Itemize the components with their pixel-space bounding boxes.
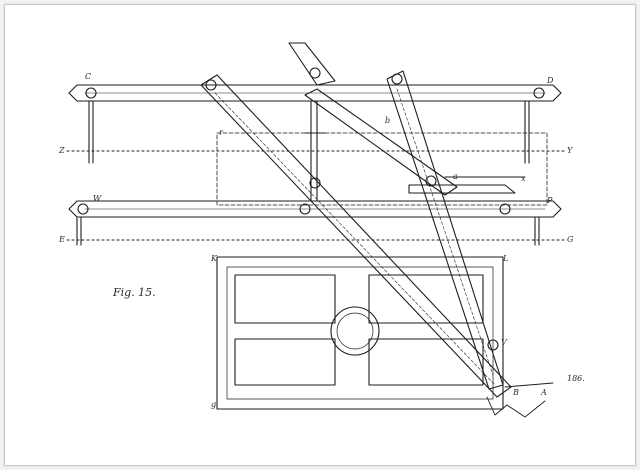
label-x: x bbox=[521, 174, 526, 183]
label-b-big: B bbox=[513, 388, 519, 397]
right-diagonal-arm bbox=[386, 70, 504, 390]
figure-caption: Fig. 15. bbox=[113, 286, 156, 299]
plate-number: 186. bbox=[567, 374, 585, 383]
connecting-link bbox=[304, 88, 458, 196]
lower-rail bbox=[68, 200, 562, 246]
label-p: P bbox=[547, 196, 553, 205]
label-b: b bbox=[385, 116, 391, 125]
label-k: K bbox=[211, 254, 217, 263]
top-guide-plate bbox=[288, 42, 336, 86]
label-d-top: D bbox=[547, 76, 554, 85]
figure-frame: C D Z Y E G W P a b r x K L g A B V Fig.… bbox=[4, 4, 636, 466]
label-a: a bbox=[453, 172, 458, 181]
center-post bbox=[304, 100, 326, 202]
upper-rail bbox=[68, 84, 562, 164]
label-c: C bbox=[85, 72, 92, 81]
label-a-big: A bbox=[541, 388, 547, 397]
label-e: E bbox=[59, 235, 65, 244]
pivot-pins bbox=[77, 67, 545, 351]
tracing-carriage bbox=[408, 176, 526, 194]
label-z: Z bbox=[59, 146, 65, 155]
label-y: Y bbox=[567, 146, 573, 155]
label-v: V bbox=[501, 338, 507, 347]
tracer-tail bbox=[486, 382, 554, 418]
work-area-outline bbox=[216, 132, 548, 206]
label-r: r bbox=[219, 128, 223, 137]
left-diagonal-arm bbox=[200, 74, 512, 398]
label-w: W bbox=[93, 194, 102, 203]
drawing-board bbox=[216, 256, 504, 410]
pantograph-plate bbox=[66, 42, 566, 418]
label-l: L bbox=[503, 254, 509, 263]
label-g-small: g bbox=[211, 400, 217, 409]
label-g: G bbox=[567, 235, 574, 244]
